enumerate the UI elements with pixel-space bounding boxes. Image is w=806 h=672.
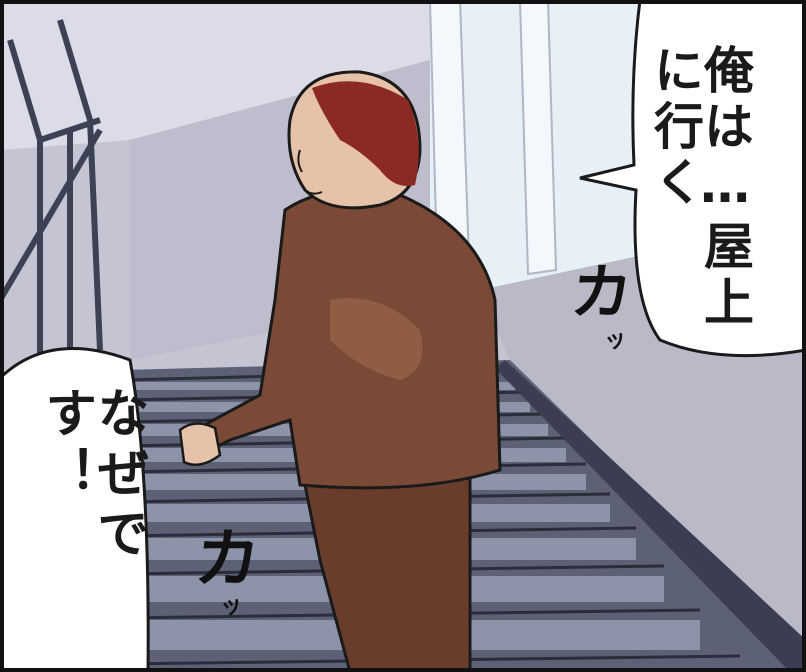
window-frame-mid xyxy=(518,0,558,276)
man-hair xyxy=(312,81,419,186)
man-face-profile xyxy=(297,149,303,173)
jacket-highlight xyxy=(330,298,423,380)
speech-bubble-right xyxy=(579,0,806,358)
man-mustache xyxy=(304,189,323,195)
speech-left-text: なぜです！ xyxy=(36,386,148,566)
speech-right-text: 俺は…屋上に行く xyxy=(646,44,754,332)
man-hand xyxy=(178,422,222,467)
handrail xyxy=(0,19,103,360)
stair-side-edge xyxy=(495,360,806,672)
ceiling xyxy=(0,0,430,150)
footstep-sfx-top: カ xyxy=(567,258,636,328)
footstep-sfx-bottom: カ xyxy=(191,523,264,597)
speech-bubble-left xyxy=(0,346,150,672)
